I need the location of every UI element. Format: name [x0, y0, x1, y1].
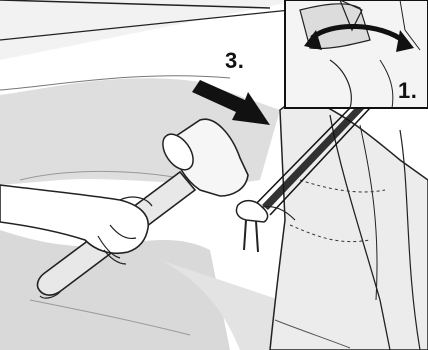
- step-1-label: 1.: [398, 78, 418, 103]
- ground-shading: [0, 0, 300, 350]
- step-3-label: 3.: [225, 48, 245, 73]
- arrow-down-right-icon: [192, 80, 270, 125]
- tent-fabric: [269, 94, 428, 350]
- rotate-arrow-icon: [310, 23, 407, 45]
- detail-inset: [249, 0, 428, 216]
- hand-icon: [0, 184, 153, 265]
- tent-peg-icon: [235, 199, 296, 253]
